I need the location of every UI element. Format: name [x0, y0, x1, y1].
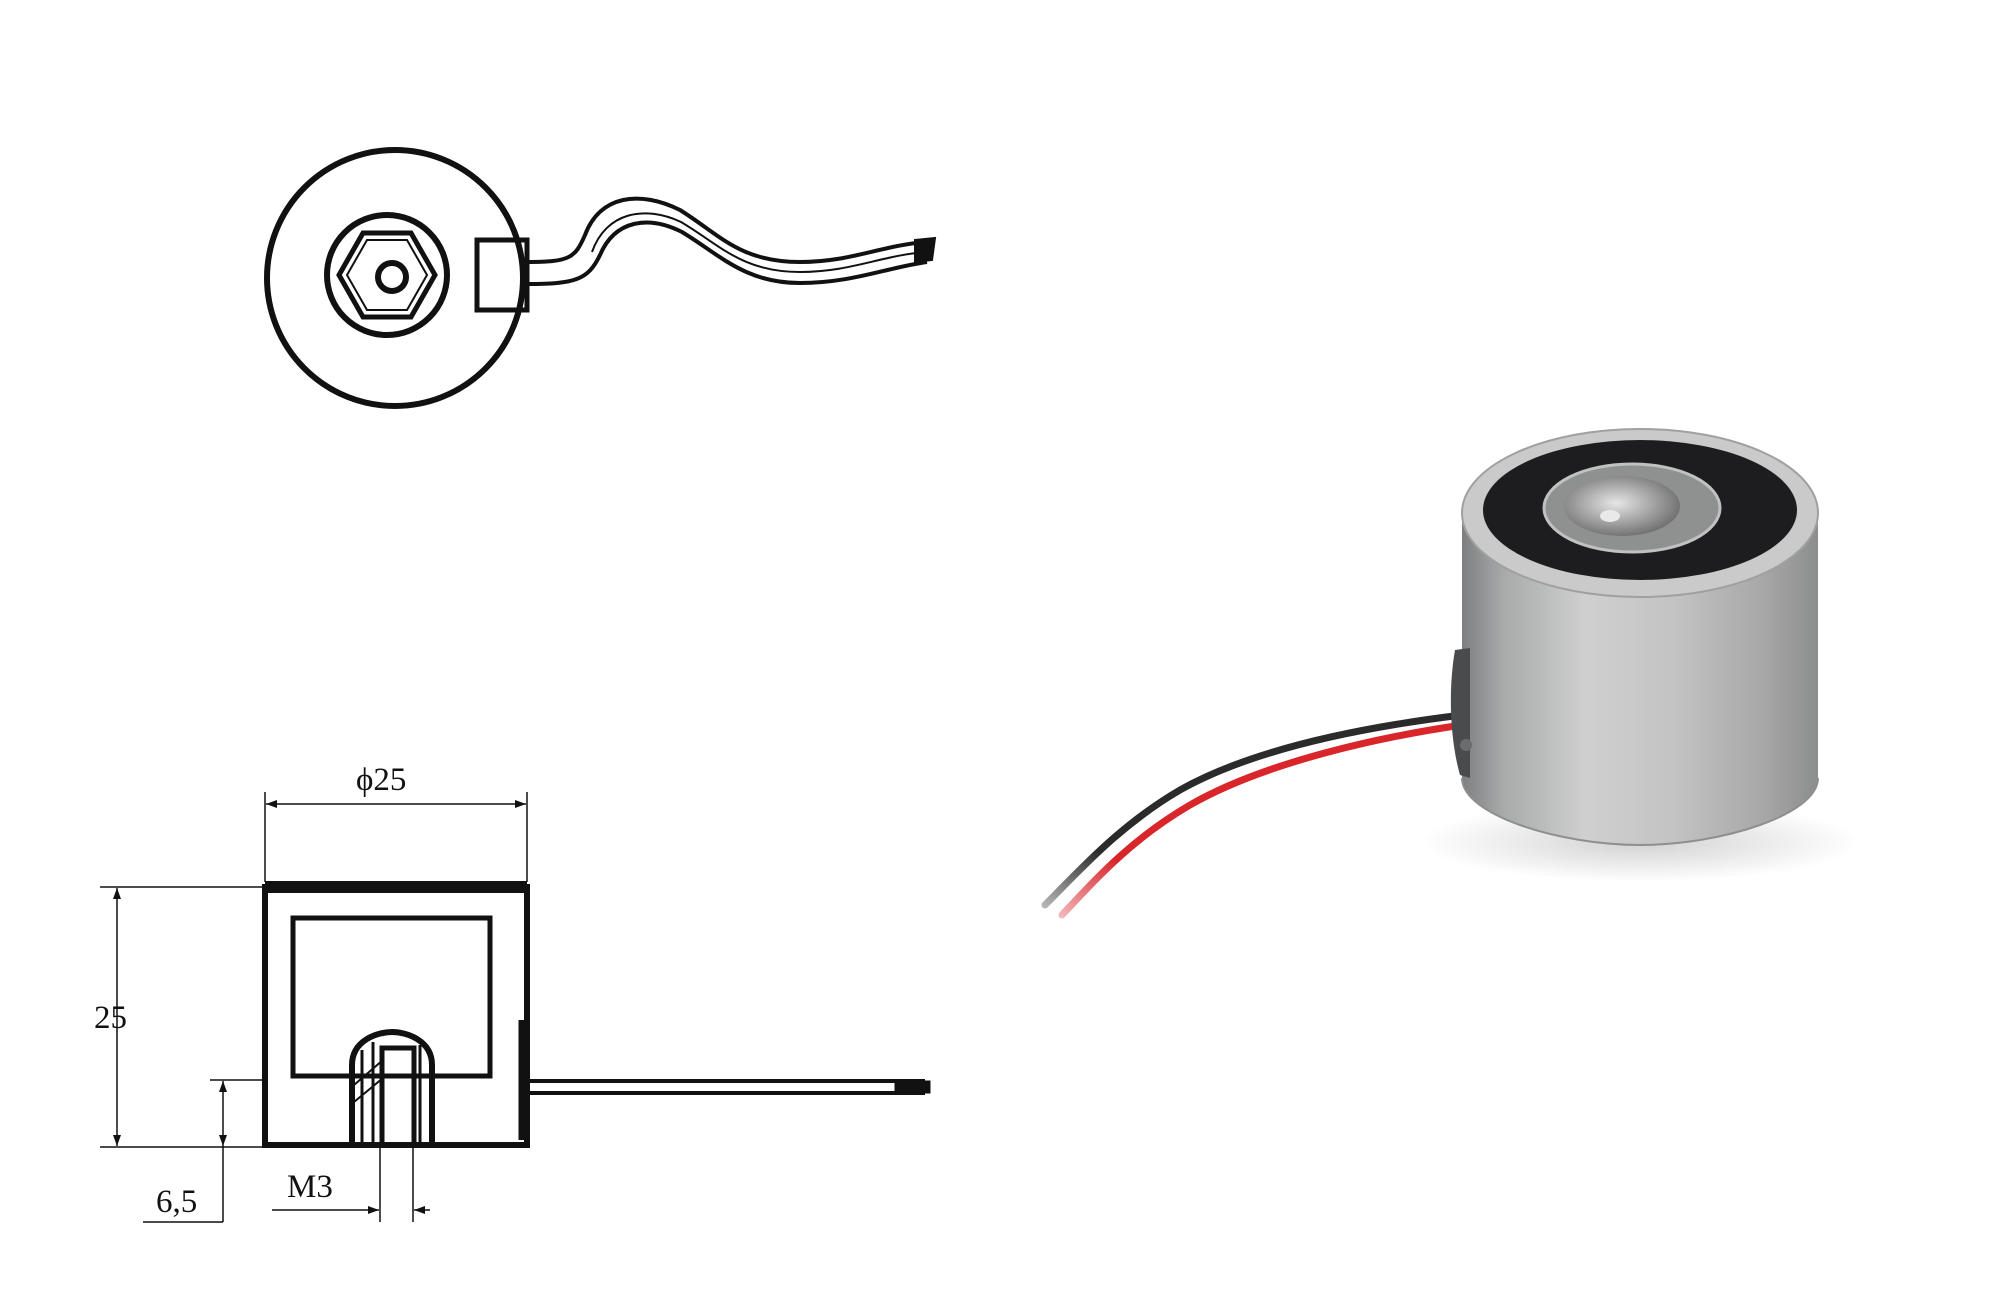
- core-tip: [1600, 510, 1620, 522]
- insert-diag-2: [353, 1077, 384, 1103]
- product-photo: [1030, 428, 1860, 930]
- height-label: 25: [94, 1000, 127, 1036]
- cable-exit-block: [474, 237, 530, 313]
- insert-diag-1: [353, 1059, 384, 1086]
- cable-end-tip: [894, 1080, 931, 1094]
- housing-body: [1462, 513, 1818, 845]
- offset-label: 6,5: [156, 1184, 197, 1220]
- cable-path-bottom: [526, 220, 928, 286]
- hex-nut-outer: [336, 230, 438, 320]
- core-cone: [1564, 476, 1680, 536]
- gland-screw: [1460, 739, 1472, 751]
- cable-path-mid: [591, 212, 926, 274]
- insert-slot: [379, 1045, 417, 1148]
- housing-bottom-edge: [1461, 777, 1819, 847]
- cable-end-cap: [914, 236, 937, 264]
- cable-path-top: [526, 196, 926, 265]
- center-hole: [375, 260, 409, 294]
- insert-cap: [349, 1028, 435, 1145]
- coil-window: [290, 915, 493, 1079]
- wire-fade: [1030, 700, 1470, 930]
- top-view-drawing: [264, 147, 937, 409]
- thread-label: M3: [287, 1169, 333, 1205]
- side-view-drawing: [100, 792, 931, 1223]
- core-ring: [324, 212, 450, 338]
- hex-nut-inner: [345, 239, 429, 311]
- housing-outline: [264, 147, 526, 409]
- diameter-label: ϕ25: [356, 762, 406, 798]
